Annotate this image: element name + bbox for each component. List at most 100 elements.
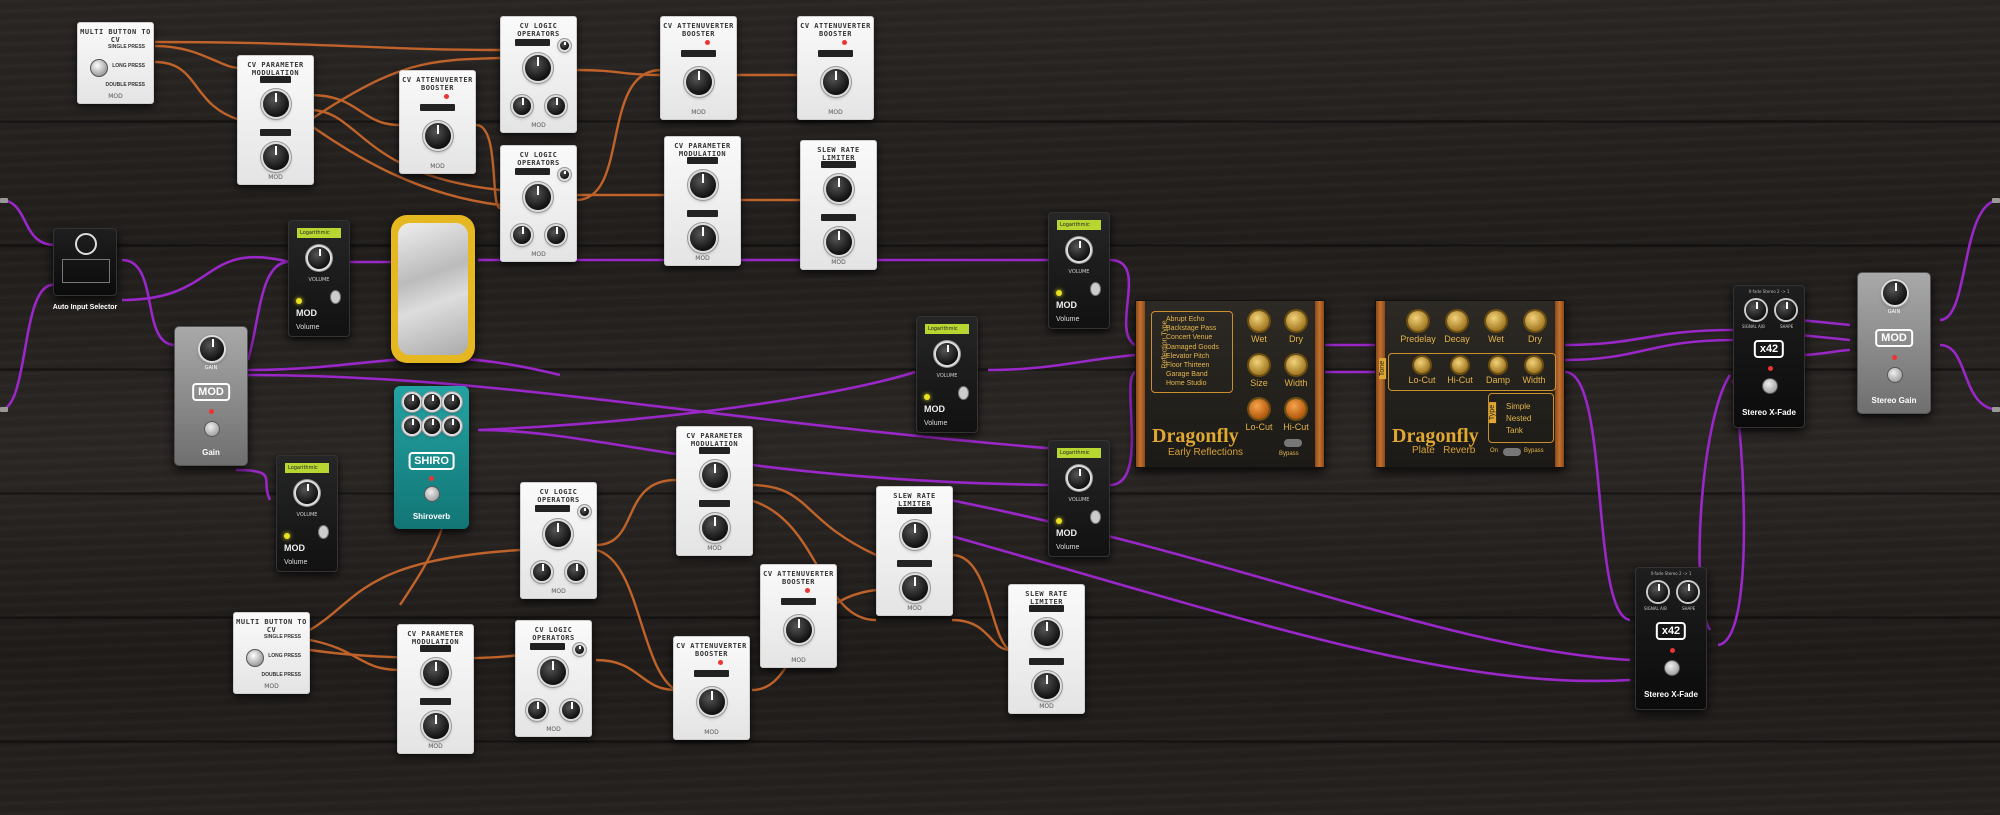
multi-button-to-cv-top[interactable]: MULTI BUTTON TO CV SINGLE PRESS LONG PRE… bbox=[77, 22, 154, 104]
knob[interactable] bbox=[547, 97, 565, 115]
knob[interactable] bbox=[699, 689, 725, 715]
type-option[interactable]: Concert Venue bbox=[1166, 334, 1213, 342]
knob[interactable] bbox=[902, 522, 928, 548]
knob[interactable] bbox=[786, 617, 812, 643]
footswitch[interactable] bbox=[1090, 510, 1101, 524]
type-option[interactable]: Elevator Pitch bbox=[1166, 352, 1210, 360]
cv-parameter-modulation-2[interactable]: CV PARAMETER MODULATION MOD bbox=[664, 136, 741, 266]
multi-button-to-cv-bottom[interactable]: MULTI BUTTON TO CV SINGLE PRESS LONG PRE… bbox=[233, 612, 310, 694]
metal-box-pedal[interactable] bbox=[391, 215, 475, 363]
cv-parameter-modulation-1[interactable]: CV PARAMETER MODULATION MOD bbox=[237, 55, 314, 185]
footswitch[interactable] bbox=[1762, 378, 1778, 394]
footswitch[interactable] bbox=[1090, 282, 1101, 296]
cv-attenuverter-booster-2[interactable]: CV ATTENUVERTER BOOSTER MOD bbox=[660, 16, 737, 120]
knob[interactable] bbox=[444, 394, 460, 410]
volume-knob[interactable] bbox=[308, 247, 330, 269]
stereo-gain-pedal[interactable]: GAIN MOD Stereo Gain bbox=[1857, 272, 1931, 414]
hi-cut-knob[interactable] bbox=[1286, 399, 1306, 419]
gain-knob[interactable] bbox=[1883, 281, 1907, 305]
footswitch[interactable] bbox=[1887, 367, 1903, 383]
knob[interactable] bbox=[513, 226, 531, 244]
footswitch[interactable] bbox=[424, 486, 440, 502]
knob[interactable] bbox=[528, 701, 546, 719]
knob[interactable] bbox=[686, 69, 712, 95]
knob[interactable] bbox=[1034, 673, 1060, 699]
knob[interactable] bbox=[444, 418, 460, 434]
knob[interactable] bbox=[580, 507, 589, 516]
lo-cut-knob[interactable] bbox=[1249, 399, 1269, 419]
knob[interactable] bbox=[902, 575, 928, 601]
knob[interactable] bbox=[826, 176, 852, 202]
damp-knob[interactable] bbox=[1490, 357, 1506, 373]
knob[interactable] bbox=[567, 563, 585, 581]
knob[interactable] bbox=[525, 184, 551, 210]
lo-cut-knob[interactable] bbox=[1414, 357, 1430, 373]
volume-mode-display[interactable]: Logarithmic bbox=[1057, 220, 1101, 230]
stereo-x-fade-1[interactable]: X-fade Stereo 2 -> 1 SIGNAL A/B SHAPE x4… bbox=[1733, 285, 1805, 428]
wet-knob[interactable] bbox=[1486, 311, 1506, 331]
decay-knob[interactable] bbox=[1447, 311, 1467, 331]
predelay-knob[interactable] bbox=[1408, 311, 1428, 331]
dragonfly-plate-reverb[interactable]: Predelay Decay Wet Dry Tone Lo-Cut Hi-Cu… bbox=[1375, 300, 1565, 468]
slew-rate-limiter-2[interactable]: SLEW RATE LIMITER MOD bbox=[876, 486, 953, 616]
footswitch[interactable] bbox=[958, 386, 969, 400]
footswitch[interactable] bbox=[204, 421, 220, 437]
wet-knob[interactable] bbox=[1249, 311, 1269, 331]
type-option[interactable]: Nested bbox=[1506, 414, 1532, 423]
cv-logic-operators-2[interactable]: CV LOGIC OPERATORS MOD bbox=[500, 145, 577, 262]
volume-knob[interactable] bbox=[296, 482, 318, 504]
knob[interactable] bbox=[562, 701, 580, 719]
type-list[interactable]: Simple Nested Tank bbox=[1506, 401, 1531, 437]
signal-ab-knob[interactable] bbox=[1648, 582, 1668, 602]
knob[interactable] bbox=[533, 563, 551, 581]
knob[interactable] bbox=[575, 645, 584, 654]
slew-rate-limiter-1[interactable]: SLEW RATE LIMITER MOD bbox=[800, 140, 877, 270]
volume-mode-display[interactable]: Logarithmic bbox=[925, 324, 969, 334]
system-input-jack[interactable] bbox=[0, 407, 8, 412]
volume-pedal-3[interactable]: Logarithmic VOLUME MOD Volume bbox=[916, 316, 978, 433]
hi-cut-knob[interactable] bbox=[1452, 357, 1468, 373]
knob[interactable] bbox=[702, 462, 728, 488]
volume-knob[interactable] bbox=[936, 343, 958, 365]
knob[interactable] bbox=[424, 418, 440, 434]
knob[interactable] bbox=[823, 69, 849, 95]
knob[interactable] bbox=[545, 521, 571, 547]
cv-logic-operators-4[interactable]: CV LOGIC OPERATORS MOD bbox=[515, 620, 592, 737]
volume-pedal-2[interactable]: Logarithmic VOLUME MOD Volume bbox=[276, 455, 338, 572]
knob[interactable] bbox=[690, 225, 716, 251]
footswitch[interactable] bbox=[1664, 660, 1680, 676]
type-option[interactable]: Home Studio bbox=[1166, 380, 1207, 388]
dry-knob[interactable] bbox=[1525, 311, 1545, 331]
cv-attenuverter-booster-3[interactable]: CV ATTENUVERTER BOOSTER MOD bbox=[797, 16, 874, 120]
knob[interactable] bbox=[560, 170, 569, 179]
footswitch[interactable] bbox=[330, 290, 341, 304]
cv-parameter-modulation-3[interactable]: CV PARAMETER MODULATION MOD bbox=[676, 426, 753, 556]
width-knob[interactable] bbox=[1286, 355, 1306, 375]
type-option[interactable]: Tank bbox=[1506, 426, 1523, 435]
knob[interactable] bbox=[513, 97, 531, 115]
gain-knob[interactable] bbox=[200, 337, 224, 361]
slew-rate-limiter-3[interactable]: SLEW RATE LIMITER MOD bbox=[1008, 584, 1085, 714]
volume-knob[interactable] bbox=[1068, 239, 1090, 261]
knob[interactable] bbox=[404, 418, 420, 434]
volume-pedal-5[interactable]: Logarithmic VOLUME MOD Volume bbox=[1048, 440, 1110, 557]
type-option[interactable]: Abrupt Echo bbox=[1166, 316, 1205, 323]
volume-mode-display[interactable]: Logarithmic bbox=[297, 228, 341, 238]
knob[interactable] bbox=[826, 229, 852, 255]
knob[interactable] bbox=[540, 659, 566, 685]
footswitch[interactable] bbox=[318, 525, 329, 539]
knob[interactable] bbox=[547, 226, 565, 244]
cv-logic-operators-3[interactable]: CV LOGIC OPERATORS MOD bbox=[520, 482, 597, 599]
cv-attenuverter-booster-1[interactable]: CV ATTENUVERTER BOOSTER MOD bbox=[399, 70, 476, 174]
type-option[interactable]: Garage Band bbox=[1166, 371, 1208, 379]
multi-button-footswitch-icon[interactable] bbox=[246, 649, 264, 667]
volume-pedal-4[interactable]: Logarithmic VOLUME MOD Volume bbox=[1048, 212, 1110, 329]
volume-pedal-1[interactable]: Logarithmic VOLUME MOD Volume bbox=[288, 220, 350, 337]
type-option[interactable]: Damaged Goods bbox=[1166, 343, 1219, 351]
stereo-x-fade-2[interactable]: X-fade Stereo 2 -> 1 SIGNAL A/B SHAPE x4… bbox=[1635, 567, 1707, 710]
knob[interactable] bbox=[423, 713, 449, 739]
knob[interactable] bbox=[690, 172, 716, 198]
gain-pedal[interactable]: GAIN MOD Gain bbox=[174, 326, 248, 466]
auto-input-selector[interactable] bbox=[53, 228, 117, 296]
system-output-jack[interactable] bbox=[1992, 407, 2000, 412]
